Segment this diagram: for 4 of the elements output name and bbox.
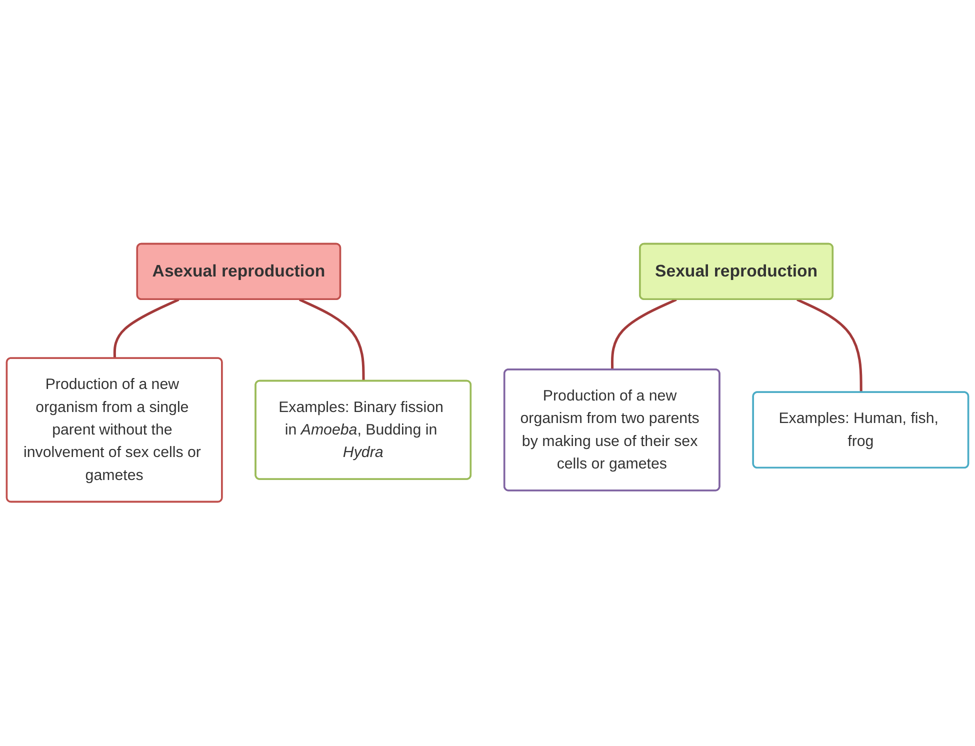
- connector: [298, 298, 365, 382]
- connector: [113, 298, 180, 359]
- connector: [610, 298, 677, 370]
- connector: [796, 298, 862, 393]
